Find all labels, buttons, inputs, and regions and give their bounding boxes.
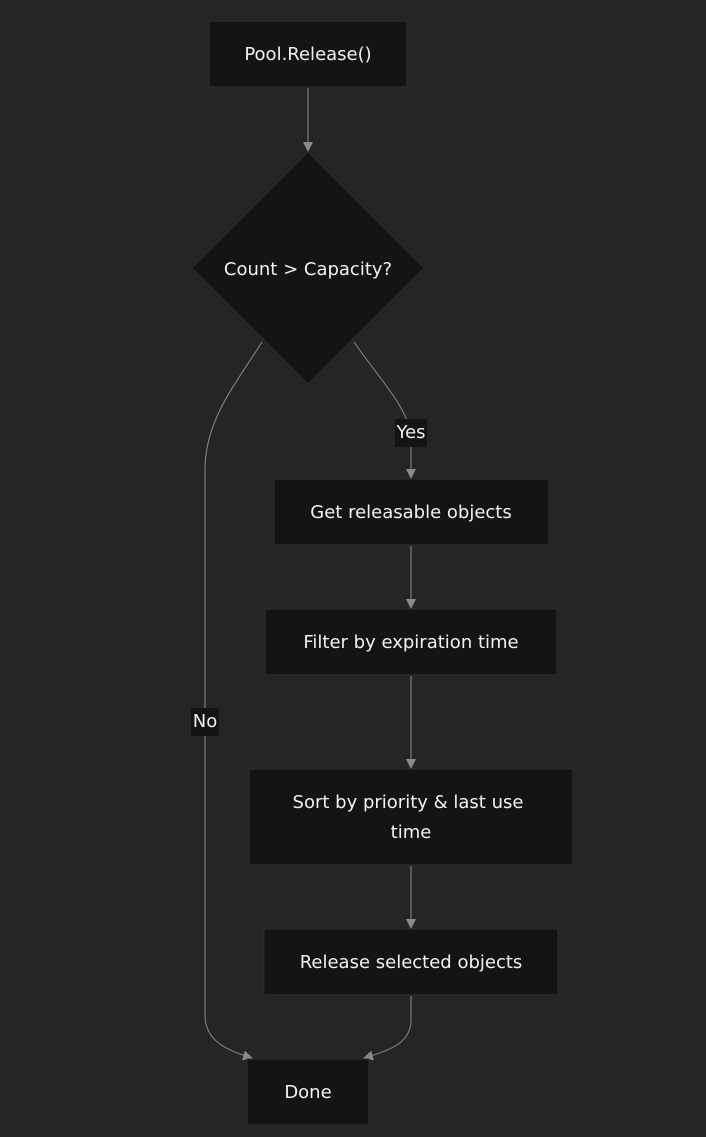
node-decision-label: Count > Capacity?: [224, 259, 392, 280]
edge-release-to-done: [363, 996, 412, 1061]
edge-label-no: No: [191, 708, 219, 736]
node-filter: Filter by expiration time: [264, 608, 558, 676]
node-release-selected-label: Release selected objects: [300, 952, 523, 973]
node-start: Pool.Release(): [208, 20, 408, 88]
node-filter-label: Filter by expiration time: [303, 632, 518, 653]
node-done-label: Done: [284, 1082, 331, 1103]
node-release-selected: Release selected objects: [263, 928, 559, 996]
edge-label-yes-text: Yes: [395, 422, 425, 443]
node-sort: Sort by priority & last use time: [248, 768, 574, 866]
edge-decision-to-done: [204, 341, 263, 1061]
node-get-releasable-label: Get releasable objects: [310, 502, 511, 523]
edge-label-yes: Yes: [395, 419, 427, 447]
node-decision: Count > Capacity?: [191, 151, 425, 385]
node-done: Done: [246, 1058, 370, 1126]
edge-decision-to-get-releasable: [353, 341, 416, 479]
edge-label-no-text: No: [193, 711, 217, 732]
node-sort-label-line2: time: [391, 822, 432, 843]
node-get-releasable: Get releasable objects: [273, 478, 550, 546]
node-sort-label-line1: Sort by priority & last use: [293, 792, 524, 813]
node-start-label: Pool.Release(): [244, 44, 371, 65]
